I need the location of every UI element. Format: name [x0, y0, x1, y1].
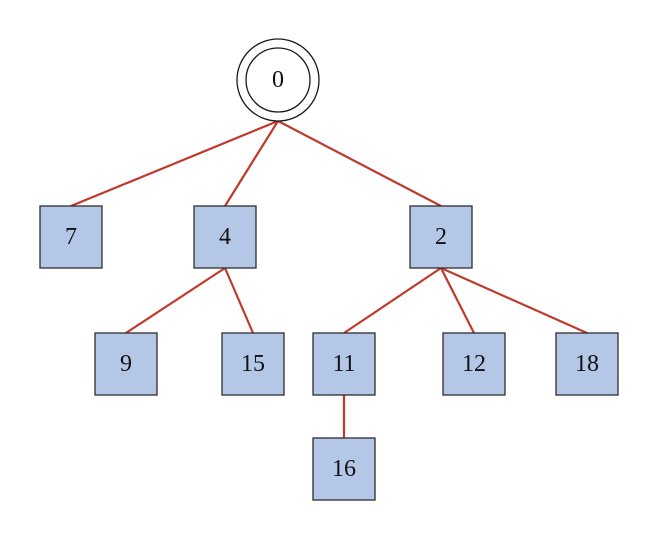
tree-node-12: 12: [442, 332, 506, 396]
node-box: [409, 205, 473, 269]
node-box: [312, 332, 376, 396]
edge-0-to-7: [69, 119, 280, 208]
node-label: 16: [332, 456, 356, 482]
node-box: [94, 332, 158, 396]
node-box: [555, 332, 619, 396]
node-label: 12: [462, 351, 486, 377]
tree-node-18: 18: [555, 332, 619, 396]
tree-node-11: 11: [312, 332, 376, 396]
tree-node-9: 9: [94, 332, 158, 396]
node-label: 7: [65, 224, 77, 250]
root-label: 0: [272, 67, 284, 93]
node-box: [312, 437, 376, 501]
edge-0-to-2: [276, 119, 443, 208]
node-label: 9: [120, 351, 132, 377]
tree-node-2: 2: [409, 205, 473, 269]
node-label: 11: [332, 351, 355, 377]
root-inner-ring: [245, 47, 311, 113]
node-label: 2: [435, 224, 447, 250]
node-box: [193, 205, 257, 269]
tree-nodes: 7 4 2 9 15 11 12 18 16: [39, 205, 619, 501]
tree-node-15: 15: [221, 332, 285, 396]
tree-node-7: 7: [39, 205, 103, 269]
edge-4-to-15: [223, 266, 255, 335]
edge-2-to-12: [439, 266, 476, 335]
node-label: 18: [575, 351, 599, 377]
node-label: 15: [241, 351, 265, 377]
edge-2-to-18: [439, 266, 589, 335]
root-node: 0: [236, 38, 320, 122]
node-box: [221, 332, 285, 396]
edge-0-to-4: [223, 119, 280, 208]
node-label: 4: [219, 224, 231, 250]
tree-node-16: 16: [312, 437, 376, 501]
edge-4-to-9: [124, 266, 227, 335]
node-box: [442, 332, 506, 396]
edge-2-to-11: [342, 266, 443, 335]
tree-node-4: 4: [193, 205, 257, 269]
node-box: [39, 205, 103, 269]
tree-edges: [69, 119, 589, 440]
